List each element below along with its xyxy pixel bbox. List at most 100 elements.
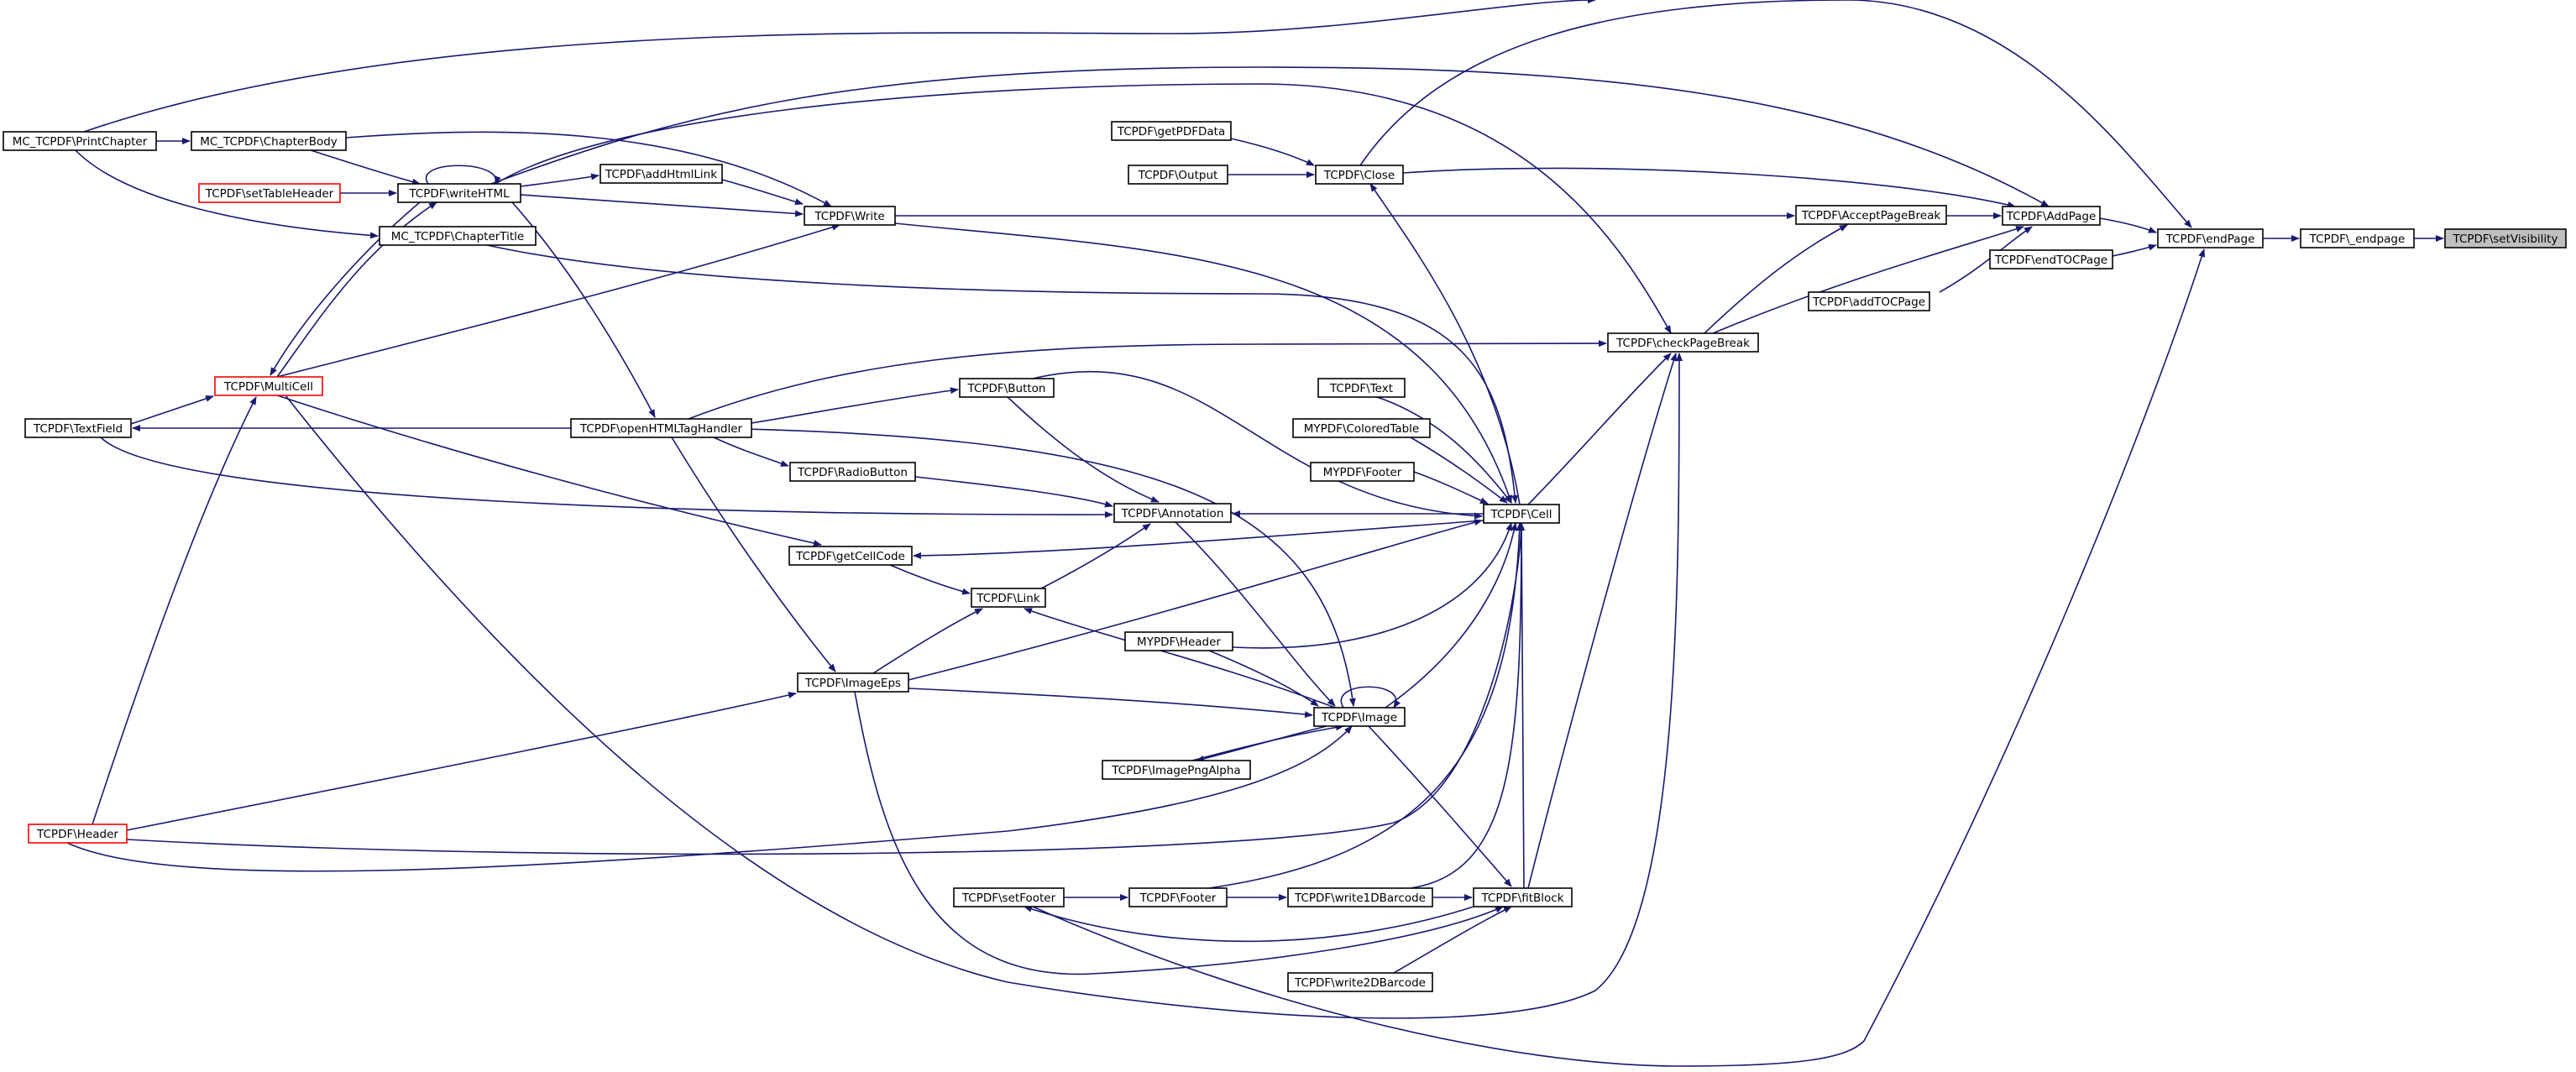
node-box (28, 824, 128, 844)
node-openHTMLTagHandler[interactable]: TCPDF\openHTMLTagHandler (570, 418, 752, 438)
node-label: MC_TCPDF\ChapterTitle (391, 230, 524, 243)
node-Text[interactable]: TCPDF\Text (1317, 378, 1406, 398)
node-writeHTML[interactable]: TCPDF\writeHTML (397, 183, 521, 203)
edge-MultiCell-to-checkPageBreak (285, 353, 1683, 1019)
node-label: TCPDF\Link (976, 592, 1040, 605)
edge-Header-to-Cell (126, 522, 1525, 855)
node-label: MC_TCPDF\ChapterBody (200, 135, 338, 149)
node-label: TCPDF\_endpage (2309, 233, 2406, 246)
edge-Header-to-MultiCell (92, 396, 257, 825)
node-getPDFData[interactable]: TCPDF\getPDFData (1111, 121, 1232, 141)
node-Cell[interactable]: TCPDF\Cell (1483, 504, 1560, 524)
node-PrintChapter[interactable]: MC_TCPDF\PrintChapter (3, 131, 157, 151)
node-label: TCPDF\writeHTML (408, 187, 510, 201)
node-setVisibility[interactable]: TCPDF\setVisibility (2444, 228, 2567, 248)
node-box (788, 546, 913, 566)
edge-getPDFData-to-Close (1230, 138, 1315, 166)
node-ChapterBody[interactable]: MC_TCPDF\ChapterBody (191, 131, 347, 151)
node-box (1808, 291, 1930, 311)
node-label: TCPDF\Cell (1490, 508, 1552, 521)
edge-Text-to-Cell (1376, 396, 1512, 504)
edge-Cell-to-checkPageBreak (1527, 353, 1672, 505)
node-label: TCPDF\getPDFData (1117, 125, 1225, 139)
node-label: TCPDF\openHTMLTagHandler (579, 422, 743, 436)
edge-writeHTML-to-writeHTML (425, 165, 501, 185)
node-endTOCPage[interactable]: TCPDF\endTOCPage (1989, 249, 2113, 269)
edge-ChapterBody-to-writeHTML (310, 149, 421, 186)
node-ColoredTable[interactable]: MYPDF\ColoredTable (1292, 418, 1431, 438)
node-Image[interactable]: TCPDF\Image (1313, 707, 1406, 727)
node-box (2157, 228, 2264, 248)
node-_endpage[interactable]: TCPDF\_endpage (2300, 228, 2415, 248)
edge-TextField-to-Annotation (100, 437, 1113, 519)
node-box (1473, 887, 1573, 907)
node-write2DBarcode[interactable]: TCPDF\write2DBarcode (1287, 972, 1433, 992)
edge-Link-to-Annotation (1040, 523, 1151, 589)
edge-ChapterBody-to-Write (345, 131, 832, 207)
node-label: TCPDF\setFooter (961, 892, 1056, 905)
node-box (2002, 206, 2101, 226)
node-TextField[interactable]: TCPDF\TextField (24, 418, 132, 438)
node-box (3, 131, 157, 151)
node-addTOCPage[interactable]: TCPDF\addTOCPage (1808, 291, 1930, 311)
node-ChapterTitle[interactable]: MC_TCPDF\ChapterTitle (379, 226, 537, 246)
edge-Annotation-to-Image (1175, 521, 1336, 707)
node-Annotation[interactable]: TCPDF\Annotation (1113, 503, 1232, 523)
node-Button[interactable]: TCPDF\Button (959, 378, 1055, 398)
node-box (1128, 165, 1228, 185)
node-label: TCPDF\MultiCell (223, 380, 313, 394)
edge-Image-to-Image (1340, 686, 1401, 709)
node-ImageEps[interactable]: TCPDF\ImageEps (797, 672, 909, 693)
node-box (397, 183, 521, 203)
node-box (570, 418, 752, 438)
node-setTableHeader[interactable]: TCPDF\setTableHeader (198, 183, 341, 203)
node-Link[interactable]: TCPDF\Link (971, 588, 1046, 608)
node-label: TCPDF\endPage (2165, 233, 2255, 246)
edge-fitBlock-to-checkPageBreak (1527, 353, 1678, 889)
node-MultiCell[interactable]: TCPDF\MultiCell (214, 376, 323, 396)
edge-RadioButton-to-Annotation (914, 476, 1113, 508)
node-label: TCPDF\Button (967, 382, 1046, 395)
node-box (797, 672, 909, 693)
node-fitBlock[interactable]: TCPDF\fitBlock (1473, 887, 1573, 907)
edge-openHTMLTagHandler-to-ImageEps (671, 437, 836, 672)
node-ImagePngAlpha[interactable]: TCPDF\ImagePngAlpha (1102, 760, 1251, 780)
edge-Image-to-fitBlock (1368, 725, 1512, 887)
node-Close[interactable]: TCPDF\Close (1315, 165, 1404, 185)
edge-write2DBarcode-to-fitBlock (1393, 906, 1512, 974)
node-Footer[interactable]: TCPDF\Footer (1128, 887, 1228, 907)
function-nodes: TCPDF\setVisibilityTCPDF\_endpageTCPDF\e… (3, 121, 2567, 992)
node-MYFooter[interactable]: MYPDF\Footer (1310, 462, 1415, 482)
node-label: MC_TCPDF\PrintChapter (13, 135, 148, 149)
node-label: TCPDF\Footer (1139, 892, 1217, 905)
node-AcceptPageBreak[interactable]: TCPDF\AcceptPageBreak (1795, 205, 1947, 225)
node-AddPage[interactable]: TCPDF\AddPage (2002, 206, 2101, 226)
node-label: TCPDF\AddPage (2006, 210, 2097, 223)
node-box (1287, 972, 1433, 992)
node-RadioButton[interactable]: TCPDF\RadioButton (789, 462, 916, 482)
node-setFooter[interactable]: TCPDF\setFooter (953, 887, 1065, 907)
node-addHtmlLink[interactable]: TCPDF\addHtmlLink (599, 164, 723, 184)
edge-ImageEps-to-Image (908, 688, 1313, 719)
node-box (1483, 504, 1560, 524)
node-MYHeader[interactable]: MYPDF\Header (1124, 631, 1233, 651)
edge-setFooter-to-endPage (1032, 248, 2206, 1067)
node-label: TCPDF\addHtmlLink (605, 168, 717, 181)
node-write1DBarcode[interactable]: TCPDF\write1DBarcode (1287, 887, 1433, 907)
node-label: TCPDF\Output (1138, 169, 1218, 182)
edge-checkPageBreak-to-AcceptPageBreak (1704, 224, 1848, 334)
edge-Image-to-ImagePngAlpha (1196, 725, 1327, 762)
node-box (2444, 228, 2567, 248)
node-checkPageBreak[interactable]: TCPDF\checkPageBreak (1607, 332, 1759, 353)
node-Header[interactable]: TCPDF\Header (28, 824, 128, 844)
node-getCellCode[interactable]: TCPDF\getCellCode (788, 546, 913, 566)
node-Write[interactable]: TCPDF\Write (804, 206, 896, 226)
node-Output[interactable]: TCPDF\Output (1128, 165, 1228, 185)
edge-Close-to-AddPage (1402, 167, 2016, 208)
edge-Button-to-Cell (1032, 370, 1483, 520)
node-label: MYPDF\ColoredTable (1304, 422, 1419, 436)
node-label: TCPDF\Image (1321, 711, 1397, 724)
node-box (804, 206, 896, 226)
node-endPage[interactable]: TCPDF\endPage (2157, 228, 2264, 248)
edge-MultiCell-to-Write (276, 223, 840, 378)
